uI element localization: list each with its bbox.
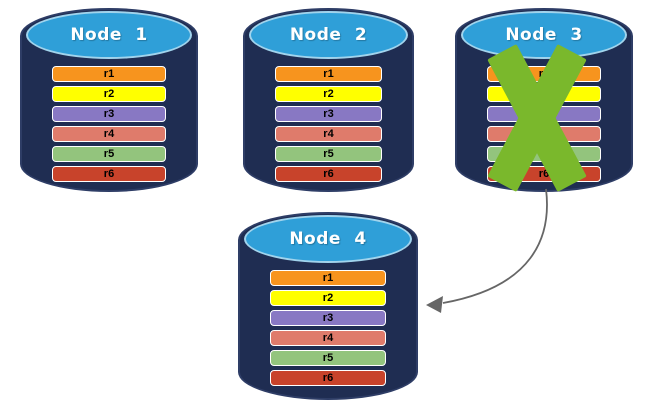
replica-row-r3: r3	[275, 106, 382, 122]
replica-rows: r1 r2 r3 r4 r5 r6	[270, 270, 386, 386]
replica-row-r1: r1	[487, 66, 601, 82]
row-label: r1	[323, 67, 334, 80]
node-title: Node 4	[289, 229, 367, 249]
row-label: r3	[323, 107, 334, 120]
row-label: r3	[103, 107, 115, 120]
replica-row-r2: r2	[270, 290, 386, 306]
row-label: r6	[323, 167, 334, 180]
row-label: r2	[103, 87, 115, 100]
replica-row-r6: r6	[270, 370, 386, 386]
replica-row-r4: r4	[487, 126, 601, 142]
cylinder-top: Node 4	[244, 215, 412, 263]
row-label: r5	[322, 351, 334, 364]
replica-rows: r1 r2 r3 r4 r5 r6	[275, 66, 382, 182]
node-cylinder-4: Node 4 r1 r2 r3 r4 r5 r6	[238, 212, 418, 400]
row-label: r4	[323, 127, 334, 140]
replica-row-r2: r2	[275, 86, 382, 102]
replica-row-r4: r4	[275, 126, 382, 142]
replica-row-r3: r3	[52, 106, 166, 122]
row-label: r4	[103, 127, 115, 140]
failover-arrow	[426, 188, 548, 313]
replica-row-r5: r5	[275, 146, 382, 162]
node-title: Node 3	[505, 25, 583, 45]
replica-row-r6: r6	[275, 166, 382, 182]
node-title: Node 1	[70, 25, 148, 45]
cylinder-top: Node 3	[461, 11, 627, 59]
replica-rows: r1 r2 r3 r4 r5 r6	[487, 66, 601, 182]
replica-row-r1: r1	[275, 66, 382, 82]
replica-row-r5: r5	[270, 350, 386, 366]
row-label: r1	[103, 67, 115, 80]
row-label: r2	[323, 87, 334, 100]
row-label: r3	[538, 107, 550, 120]
replica-row-r2: r2	[52, 86, 166, 102]
row-label: r2	[538, 87, 550, 100]
arrowhead-icon	[426, 296, 443, 313]
replica-row-r5: r5	[52, 146, 166, 162]
node-cylinder-1: Node 1 r1 r2 r3 r4 r5 r6	[20, 8, 198, 192]
row-label: r4	[322, 331, 334, 344]
row-label: r1	[538, 67, 550, 80]
row-label: r5	[103, 147, 115, 160]
replica-row-r4: r4	[270, 330, 386, 346]
node-cylinder-3: Node 3 r1 r2 r3 r4 r5 r6	[455, 8, 633, 192]
row-label: r3	[322, 311, 334, 324]
row-label: r6	[322, 371, 334, 384]
row-label: r5	[323, 147, 334, 160]
row-label: r1	[322, 271, 334, 284]
replica-row-r1: r1	[270, 270, 386, 286]
node-cylinder-2: Node 2 r1 r2 r3 r4 r5 r6	[243, 8, 414, 192]
replica-row-r4: r4	[52, 126, 166, 142]
row-label: r6	[103, 167, 115, 180]
replica-row-r5: r5	[487, 146, 601, 162]
row-label: r6	[538, 167, 550, 180]
replica-row-r3: r3	[487, 106, 601, 122]
replica-row-r6: r6	[487, 166, 601, 182]
replica-row-r1: r1	[52, 66, 166, 82]
cylinder-top: Node 1	[26, 11, 192, 59]
replica-row-r6: r6	[52, 166, 166, 182]
cylinder-top: Node 2	[249, 11, 408, 59]
row-label: r5	[538, 147, 550, 160]
replica-row-r2: r2	[487, 86, 601, 102]
replica-row-r3: r3	[270, 310, 386, 326]
node-title: Node 2	[289, 25, 368, 45]
row-label: r2	[322, 291, 334, 304]
replica-rows: r1 r2 r3 r4 r5 r6	[52, 66, 166, 182]
row-label: r4	[538, 127, 550, 140]
